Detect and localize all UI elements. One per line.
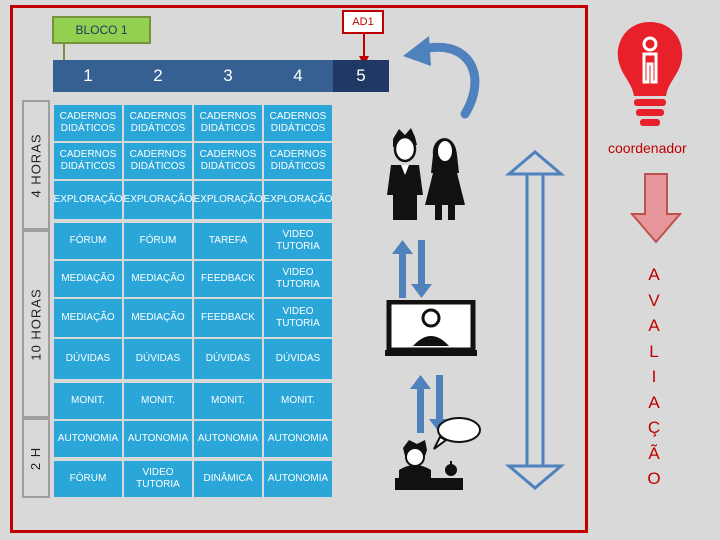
grid-cell: AUTONOMIA: [263, 460, 333, 498]
speech-bubble-icon: [433, 417, 481, 450]
grid-cell: CADERNOS DIDÁTICOS: [123, 104, 193, 142]
side-label-2-h: 2 H: [22, 418, 50, 498]
grid-cell: FÓRUM: [123, 222, 193, 260]
grid-cell: MONIT.: [53, 382, 123, 420]
grid-cell: MONIT.: [123, 382, 193, 420]
grid-cell: FÓRUM: [53, 222, 123, 260]
grid-cell: AUTONOMIA: [263, 420, 333, 458]
grid-cell: FEEDBACK: [193, 260, 263, 298]
side-label-10-horas: 10 HORAS: [22, 230, 50, 418]
grid-cell: CADERNOS DIDÁTICOS: [193, 142, 263, 180]
grid-cell: CADERNOS DIDÁTICOS: [193, 104, 263, 142]
grid-cell: VIDEO TUTORIA: [263, 298, 333, 338]
grid-cell: DÚVIDAS: [193, 338, 263, 380]
grid-cell: VIDEO TUTORIA: [263, 260, 333, 298]
grid-cell: TAREFA: [193, 222, 263, 260]
grid-cell: MEDIAÇÃO: [53, 260, 123, 298]
grid-cell: MEDIAÇÃO: [53, 298, 123, 338]
column-header-3: 3: [193, 60, 263, 92]
grid-cell: AUTONOMIA: [123, 420, 193, 458]
avaliacao-letter: A: [648, 392, 660, 412]
grid-cell: EXPLORAÇÃO: [123, 180, 193, 220]
people-icon: [387, 128, 465, 220]
grid-cell: MONIT.: [193, 382, 263, 420]
avaliacao-letter: V: [648, 290, 660, 310]
column-header-2: 2: [123, 60, 193, 92]
column-header-5: 5: [333, 60, 389, 92]
grid-cell: EXPLORAÇÃO: [263, 180, 333, 220]
curved-arrow-icon: [403, 36, 480, 119]
grid-cell: CADERNOS DIDÁTICOS: [123, 142, 193, 180]
ad1-label: AD1: [342, 10, 384, 34]
grid-cell: FEEDBACK: [193, 298, 263, 338]
grid-cell: MEDIAÇÃO: [123, 298, 193, 338]
avaliacao-letter: A: [648, 316, 660, 335]
column-header-4: 4: [263, 60, 333, 92]
grid-cell: EXPLORAÇÃO: [53, 180, 123, 220]
avaliacao-vertical-text: A V A L I A Ç Ã O: [640, 262, 668, 492]
grid-cell: CADERNOS DIDÁTICOS: [263, 142, 333, 180]
grid-cell: CADERNOS DIDÁTICOS: [263, 104, 333, 142]
grid-cell: EXPLORAÇÃO: [193, 180, 263, 220]
avaliacao-letter: Ç: [647, 418, 661, 437]
avaliacao-letter: I: [651, 367, 657, 386]
grid-cell: CADERNOS DIDÁTICOS: [53, 142, 123, 180]
person-at-desk-icon: [395, 440, 463, 490]
grid-cell: DÚVIDAS: [263, 338, 333, 380]
grid-cell: VIDEO TUTORIA: [263, 222, 333, 260]
column-header-1: 1: [53, 60, 123, 92]
side-label-4-horas: 4 HORAS: [22, 100, 50, 230]
grid-cell: DÚVIDAS: [53, 338, 123, 380]
red-outer-frame: [10, 5, 588, 533]
grid-cell: VIDEO TUTORIA: [123, 460, 193, 498]
grid-cell: MONIT.: [263, 382, 333, 420]
grid-cell: DINÂMICA: [193, 460, 263, 498]
double-arrow-icon: [392, 240, 432, 298]
down-arrow-icon: [630, 173, 682, 244]
bloco-label: BLOCO 1: [52, 16, 151, 44]
avaliacao-letter: L: [649, 341, 659, 361]
grid-cell: AUTONOMIA: [193, 420, 263, 458]
double-arrow-icon: [505, 150, 565, 490]
grid-cell: FÓRUM: [53, 460, 123, 498]
avaliacao-letter: Ã: [648, 443, 660, 463]
grid-cell: CADERNOS DIDÁTICOS: [53, 104, 123, 142]
avaliacao-letter: A: [648, 265, 660, 284]
coordinator-label: coordenador: [608, 140, 687, 156]
grid-cell: AUTONOMIA: [53, 420, 123, 458]
lightbulb-icon: [617, 22, 683, 126]
bloco-pointer: [63, 44, 65, 60]
monitor-person-icon: [385, 300, 477, 356]
grid-cell: DÚVIDAS: [123, 338, 193, 380]
avaliacao-letter: O: [647, 469, 661, 488]
grid-cell: MEDIAÇÃO: [123, 260, 193, 298]
